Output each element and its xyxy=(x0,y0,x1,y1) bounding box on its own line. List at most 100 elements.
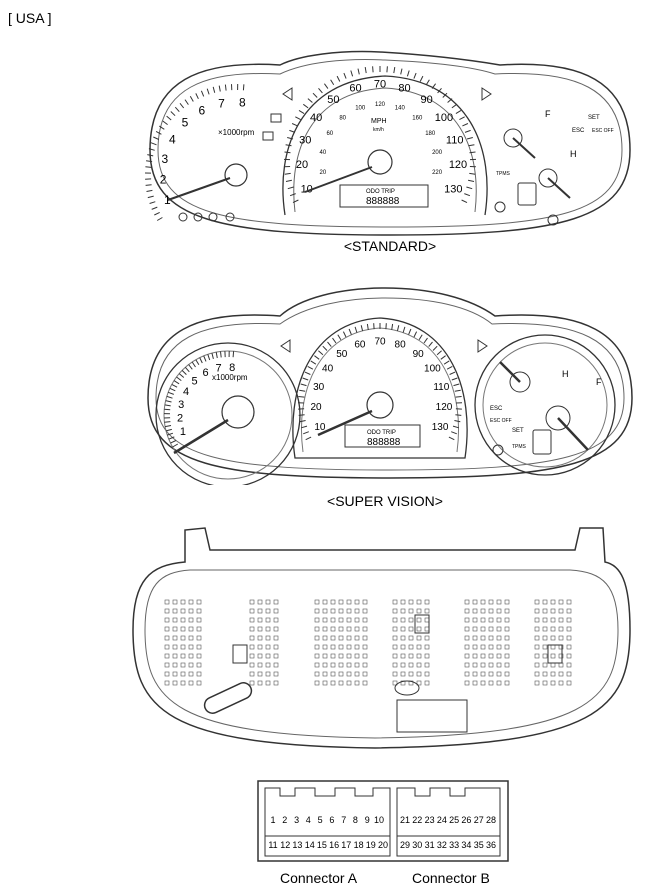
sv-speed-tick xyxy=(451,377,458,381)
std-speed-tick xyxy=(393,67,396,74)
sv-tach-number: 2 xyxy=(177,413,183,425)
sv-speed-tick xyxy=(354,326,358,333)
std-speed-tick xyxy=(468,144,475,147)
rear-pin-pad xyxy=(550,662,556,668)
std-speed-tick xyxy=(386,66,388,73)
std-speed-tick xyxy=(461,199,468,204)
sv-speed-tick xyxy=(453,383,460,387)
std-tach-tick xyxy=(151,206,158,210)
rear-pin-pad xyxy=(480,662,486,668)
std-speed-number: 130 xyxy=(444,183,462,195)
std-tach-tick xyxy=(206,88,210,95)
std-speed-tick xyxy=(350,70,354,77)
sv-tach-tick xyxy=(188,364,193,370)
connector-a-pin: 9 xyxy=(365,815,370,825)
rear-pin-pad xyxy=(249,680,255,686)
connector-b-pin: 26 xyxy=(461,815,471,825)
sv-speed-tick xyxy=(432,345,438,351)
rear-pin-pad xyxy=(338,626,344,632)
rear-pin-pad xyxy=(338,662,344,668)
rear-pin-pad xyxy=(322,644,328,650)
rear-pin-pad xyxy=(164,608,170,614)
connector-a-pin: 16 xyxy=(329,840,339,850)
rear-pin-pad xyxy=(408,608,414,614)
rear-pin-pad xyxy=(408,653,414,659)
rear-pin-pad xyxy=(558,608,564,614)
rear-pin-pad xyxy=(180,626,186,632)
rear-pin-pad xyxy=(338,608,344,614)
rear-pin-pad xyxy=(400,626,406,632)
std-speed-number: 60 xyxy=(349,83,361,95)
rear-pin-pad xyxy=(542,608,548,614)
rear-pin-pad xyxy=(196,662,202,668)
region-label: [ USA ] xyxy=(8,10,52,26)
rear-pin-pad xyxy=(558,653,564,659)
rear-pin-pad xyxy=(392,671,398,677)
rear-pin-pad xyxy=(558,599,564,605)
rear-pin-pad xyxy=(464,644,470,650)
rear-pin-pad xyxy=(392,653,398,659)
rear-pin-pad xyxy=(273,626,279,632)
std-kmh-number: 160 xyxy=(412,116,423,122)
rear-pin-pad xyxy=(550,608,556,614)
rear-pin-pad xyxy=(566,653,572,659)
rear-pin-pad xyxy=(496,626,502,632)
rear-pin-pad xyxy=(273,644,279,650)
rear-pin-pad xyxy=(424,599,430,605)
sv-tach-number: 7 xyxy=(215,363,221,375)
connector-a-pin: 1 xyxy=(270,815,275,825)
sv-tach-tick xyxy=(171,383,178,388)
sv-speed-tick xyxy=(391,323,394,330)
rear-pin-pad xyxy=(354,635,360,641)
std-tach-tick xyxy=(155,130,162,135)
sv-speed-tick xyxy=(402,326,406,333)
rear-pin-pad xyxy=(464,608,470,614)
rear-pin-pad xyxy=(480,644,486,650)
rear-pin-pad xyxy=(338,653,344,659)
std-tpms-label: TPMS xyxy=(496,171,511,177)
rear-pin-pad xyxy=(314,599,320,605)
std-speed-tick xyxy=(400,68,403,75)
rear-pin-pad xyxy=(172,617,178,623)
rear-pin-pad xyxy=(558,617,564,623)
std-kmh-number: 100 xyxy=(355,106,366,112)
rear-pin-pad xyxy=(424,608,430,614)
rear-pin-pad xyxy=(534,653,540,659)
rear-pin-pad xyxy=(408,635,414,641)
std-tach-tick xyxy=(154,211,160,216)
sv-tach-tick xyxy=(165,428,172,432)
sv-speed-tick xyxy=(451,431,457,435)
std-speed-tick xyxy=(437,87,442,94)
sv-speed-number: 100 xyxy=(424,364,441,375)
rear-pin-pad xyxy=(504,644,510,650)
rear-pin-pad xyxy=(472,671,478,677)
rear-pin-pad xyxy=(416,680,422,686)
rear-pin-pad xyxy=(354,662,360,668)
rear-pin-pad xyxy=(534,680,540,686)
std-speed-tick xyxy=(323,83,329,89)
rear-pin-pad xyxy=(424,653,430,659)
rear-pin-pad xyxy=(257,644,263,650)
sv-speed-tick xyxy=(299,389,306,392)
rear-pin-pad xyxy=(416,599,422,605)
rear-pin-pad xyxy=(416,671,422,677)
rear-pin-pad xyxy=(362,680,368,686)
std-speed-tick xyxy=(406,70,410,77)
rear-pin-pad xyxy=(362,653,368,659)
rear-pin-pad xyxy=(172,662,178,668)
rear-pin-pad xyxy=(265,635,271,641)
std-tach-tick xyxy=(179,102,185,109)
rear-pin-pad xyxy=(472,617,478,623)
rear-pin-pad xyxy=(566,680,572,686)
std-speed-tick xyxy=(455,109,462,115)
rear-pin-pad xyxy=(534,599,540,605)
rear-pin-pad xyxy=(330,599,336,605)
rear-pin-pad xyxy=(249,608,255,614)
connector-b-pin: 32 xyxy=(437,840,447,850)
rear-pin-pad xyxy=(464,671,470,677)
rear-pin-pad xyxy=(164,662,170,668)
std-speed-tick xyxy=(431,83,437,89)
rear-pin-pad xyxy=(400,608,406,614)
rear-pin-pad xyxy=(542,653,548,659)
std-speed-tick xyxy=(287,137,294,140)
